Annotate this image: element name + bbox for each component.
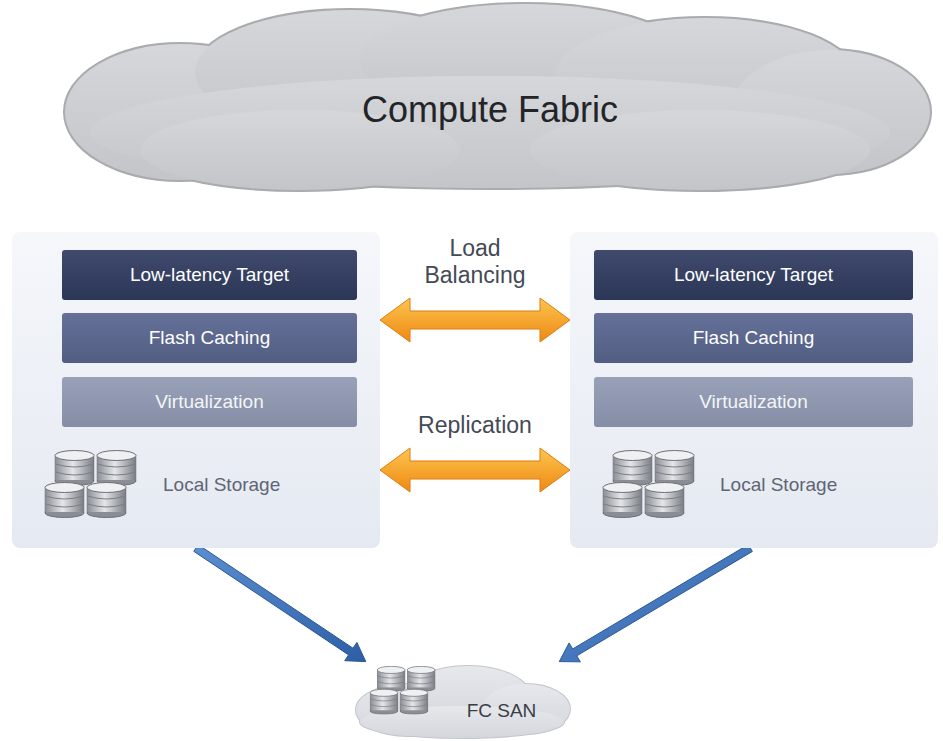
database-icon	[603, 451, 694, 518]
layer-box: Low-latency Target	[62, 250, 357, 300]
storage-label: Local Storage	[163, 474, 280, 496]
layer-box: Low-latency Target	[594, 250, 913, 300]
node-label: Virtualization	[155, 391, 263, 413]
storage-node-panel: Local Storage Low-latency TargetFlash Cac…	[570, 232, 938, 548]
shape-outline	[350, 660, 575, 739]
layer-box: Virtualization	[594, 377, 913, 427]
layer-box: Flash Caching	[62, 313, 357, 363]
san-cloud: FC SAN	[350, 660, 575, 739]
layer-box: Flash Caching	[594, 313, 913, 363]
edge-label: Replication	[375, 412, 575, 438]
node-label: Flash Caching	[693, 327, 814, 349]
edge-label: Load Balancing	[410, 235, 540, 288]
compute-cloud: Compute Fabric	[40, 0, 940, 195]
storage-node-panel: Local Storage Low-latency TargetFlash Cac…	[12, 232, 380, 548]
node-label: Virtualization	[699, 391, 807, 413]
double-arrow	[380, 448, 570, 492]
flow-arrow	[194, 545, 366, 662]
double-arrow	[380, 298, 570, 342]
node-label: Compute Fabric	[362, 89, 618, 131]
node-label: Flash Caching	[149, 327, 270, 349]
layer-box: Virtualization	[62, 377, 357, 427]
database-icon	[45, 451, 136, 518]
cloud-shape	[65, 4, 930, 190]
node-label: Low-latency Target	[674, 264, 833, 286]
database-icon	[370, 666, 435, 714]
node-label: Low-latency Target	[130, 264, 289, 286]
node-label: FC SAN	[467, 700, 537, 722]
flow-arrow	[559, 545, 752, 662]
storage-label: Local Storage	[720, 474, 837, 496]
cloud-shape	[356, 666, 570, 738]
